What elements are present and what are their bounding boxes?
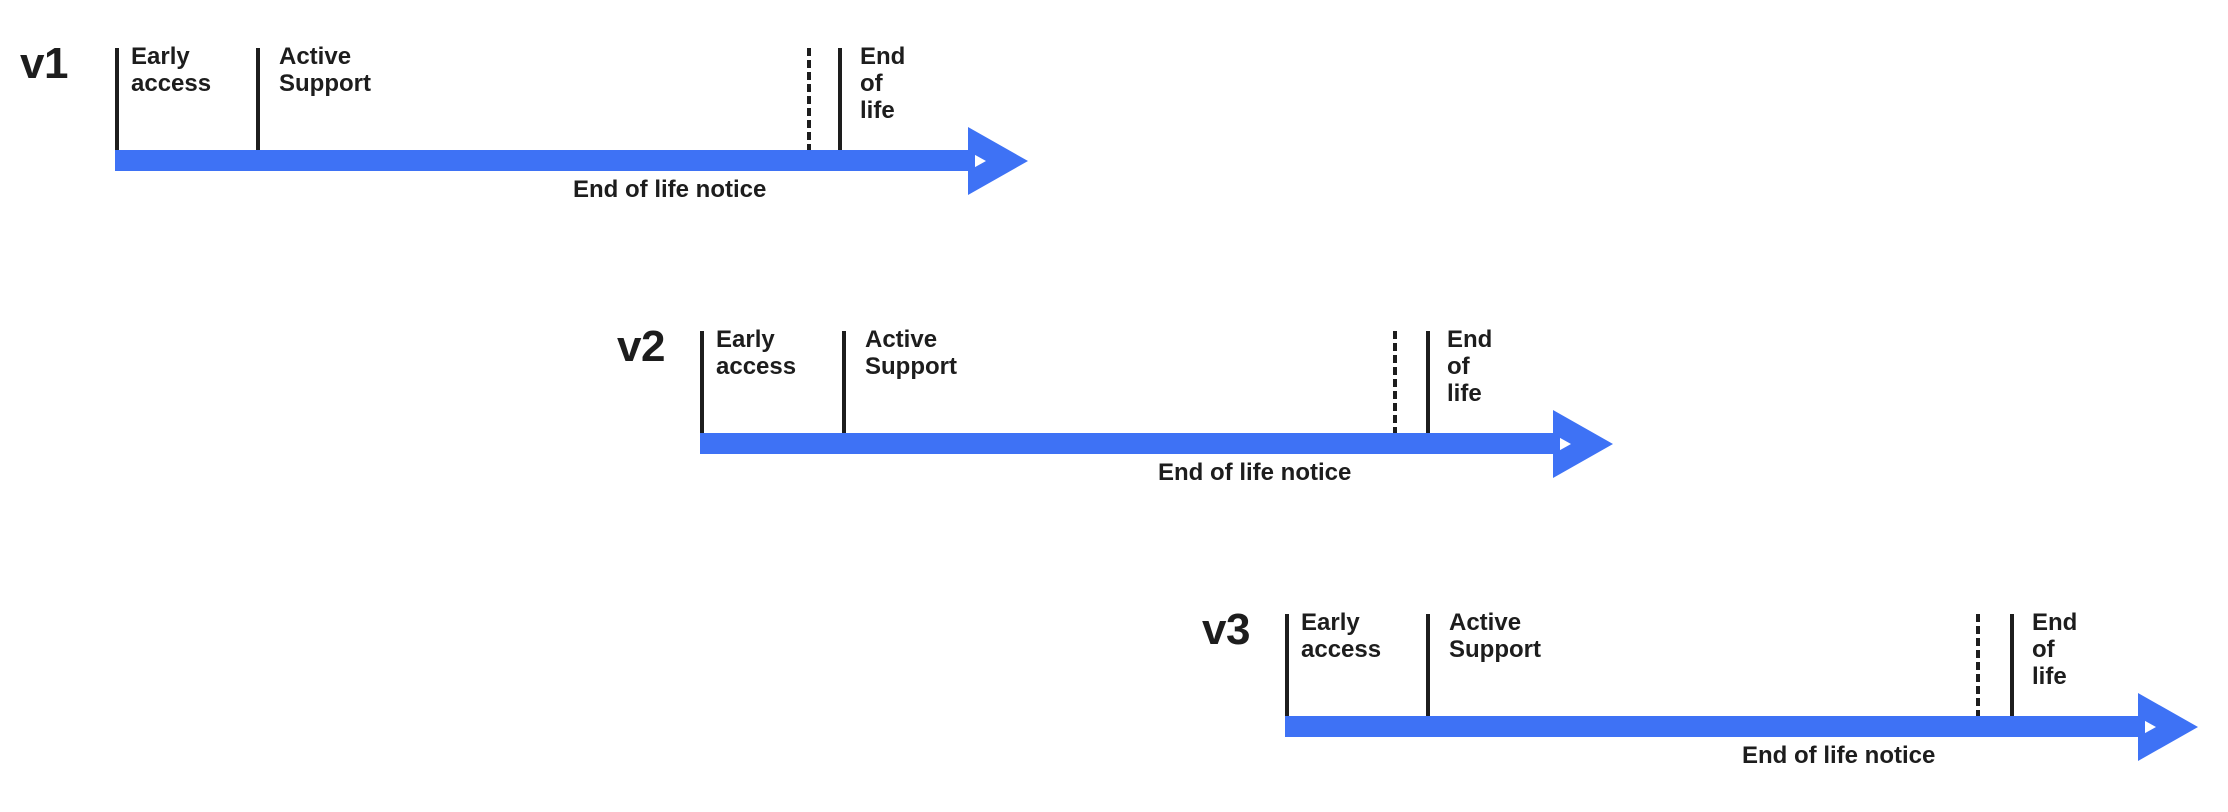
notice-label-v3: End of life notice [1742, 742, 1936, 769]
phase-divider-start-v3 [1285, 614, 1289, 718]
end-of-life-notice-marker-v1 [807, 48, 811, 152]
phase-divider-active-support-v2 [842, 331, 846, 435]
version-label-v1: v1 [20, 39, 68, 88]
phase-divider-end-of-life-v2 [1426, 331, 1430, 435]
phase-divider-end-of-life-v3 [2010, 614, 2014, 718]
notice-label-v2: End of life notice [1158, 459, 1352, 486]
phase-label-active-support-v2: Active Support [865, 326, 957, 380]
end-of-life-notice-marker-v2 [1393, 331, 1397, 435]
timeline-bar-v3 [1285, 716, 2145, 737]
phase-label-end-of-life-v2: End of life [1447, 326, 1493, 407]
phase-divider-active-support-v1 [256, 48, 260, 152]
phase-label-active-support-v1: Active Support [279, 43, 371, 97]
phase-label-early-access-v1: Early access [131, 43, 212, 97]
timeline-arrow-head-v2 [1553, 410, 1613, 478]
version-label-v2: v2 [617, 322, 665, 371]
phase-label-end-of-life-v1: End of life [860, 43, 906, 124]
notice-label-v1: End of life notice [573, 176, 767, 203]
phase-label-early-access-v2: Early access [716, 326, 797, 380]
end-of-life-notice-marker-v3 [1976, 614, 1980, 718]
timeline-arrow-head-v3 [2138, 693, 2198, 761]
phase-label-early-access-v3: Early access [1301, 609, 1382, 663]
timeline-bar-v2 [700, 433, 1560, 454]
timeline-bar-v1 [115, 150, 975, 171]
phase-divider-start-v2 [700, 331, 704, 435]
phase-label-end-of-life-v3: End of life [2032, 609, 2078, 690]
timeline-arrow-head-v1 [968, 127, 1028, 195]
phase-divider-active-support-v3 [1426, 614, 1430, 718]
phase-divider-end-of-life-v1 [838, 48, 842, 152]
phase-divider-start-v1 [115, 48, 119, 152]
version-label-v3: v3 [1202, 605, 1250, 654]
phase-label-active-support-v3: Active Support [1449, 609, 1541, 663]
